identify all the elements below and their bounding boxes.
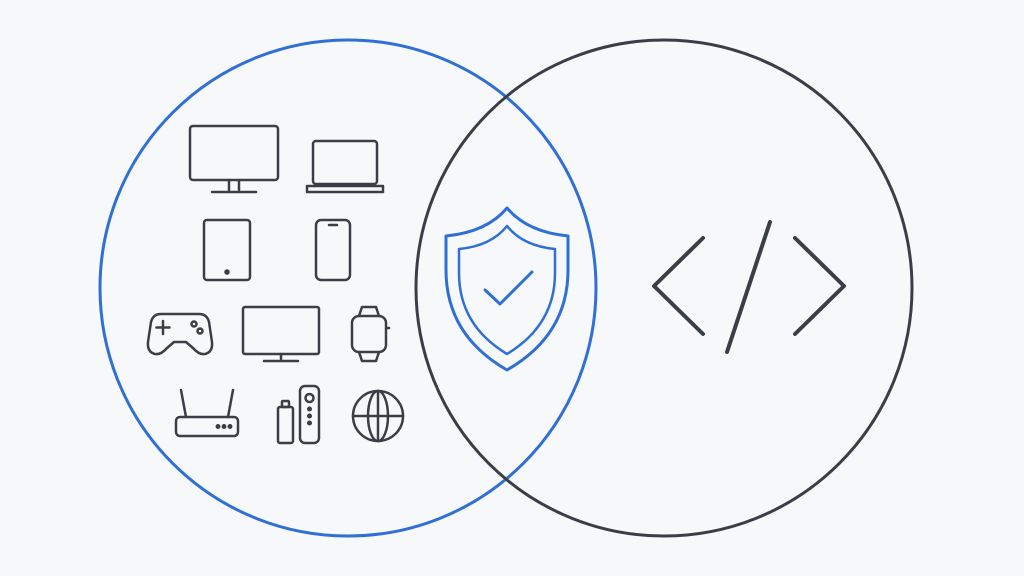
code-icon: [652, 220, 846, 354]
tv-icon: [241, 305, 321, 363]
laptop-icon: [305, 139, 385, 194]
left-circle: [98, 38, 598, 538]
router-icon: [174, 388, 240, 438]
shield-check-icon: [444, 206, 570, 372]
game-controller-icon: [146, 312, 214, 356]
monitor-icon: [188, 124, 280, 194]
tablet-icon: [202, 218, 252, 282]
streaming-stick-remote-icon: [276, 384, 321, 445]
smartphone-icon: [314, 218, 352, 282]
smartwatch-icon: [350, 305, 391, 363]
device-icons-group: [146, 124, 405, 445]
globe-icon: [351, 389, 405, 443]
right-circle: [414, 38, 914, 538]
